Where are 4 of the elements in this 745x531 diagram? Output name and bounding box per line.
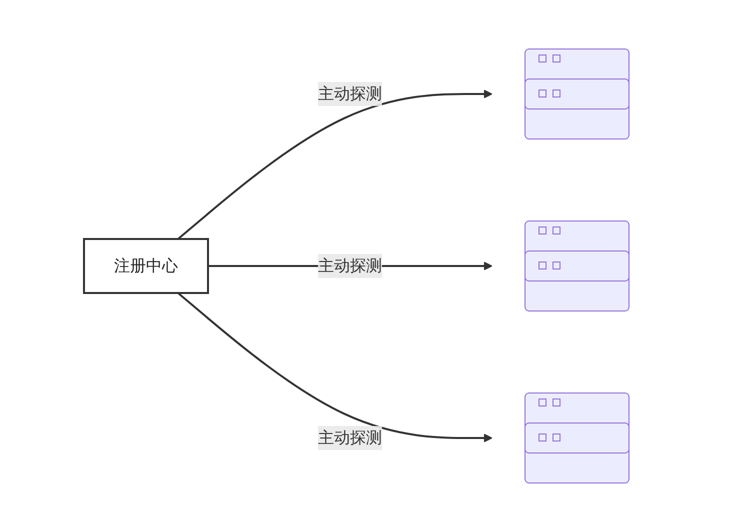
- edge-label: 主动探测: [318, 254, 382, 278]
- node-label: 注册中心: [114, 256, 178, 274]
- edge-label: 主动探测: [318, 426, 382, 450]
- edge-label: 主动探测: [318, 82, 382, 106]
